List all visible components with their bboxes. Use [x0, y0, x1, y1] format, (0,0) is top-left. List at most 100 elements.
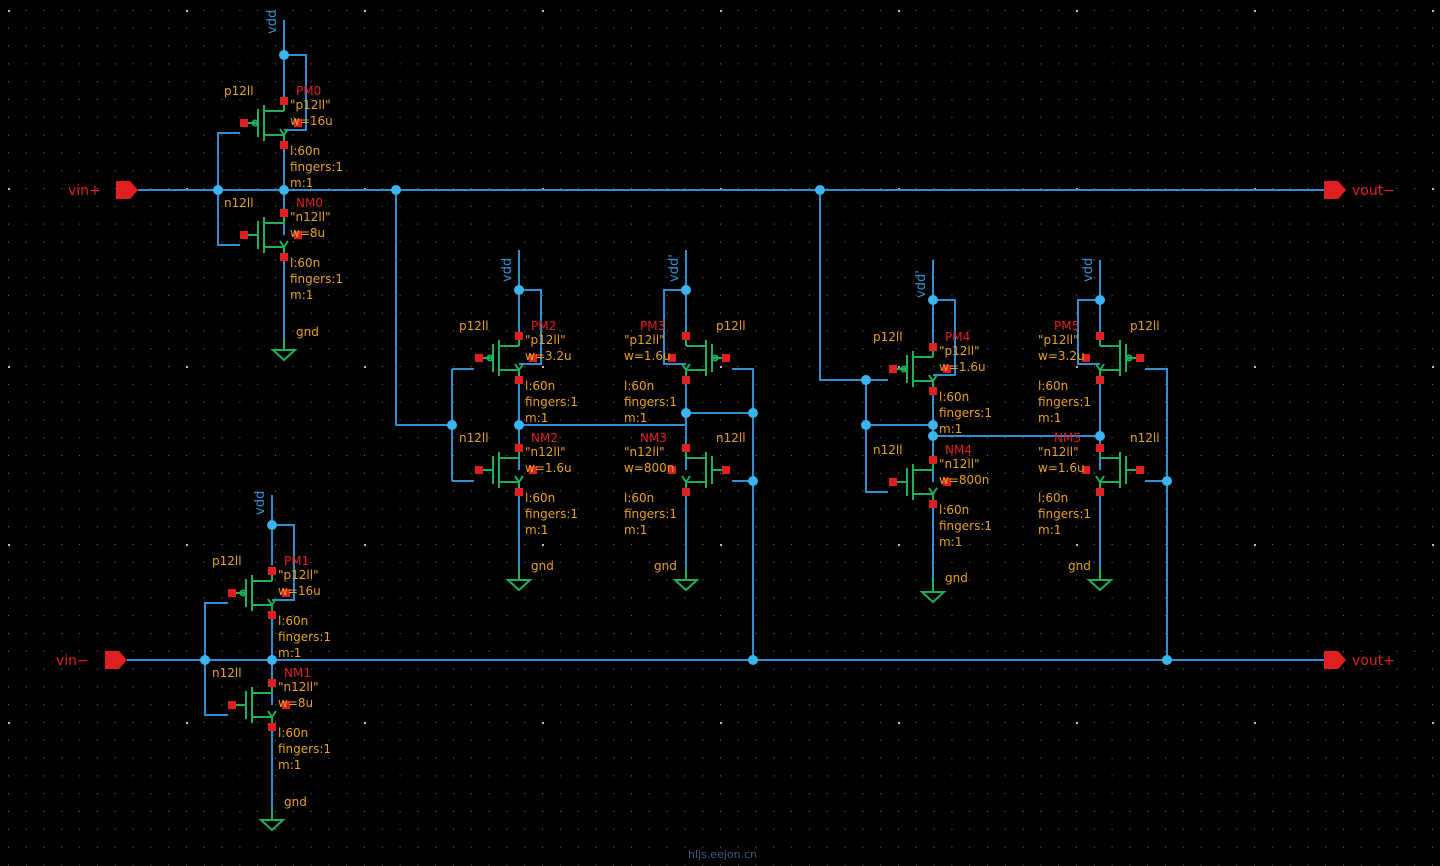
junction-node	[928, 431, 938, 441]
junction-node	[928, 295, 938, 305]
device-fingers: fingers:1	[290, 272, 343, 286]
wire[interactable]	[518, 250, 542, 365]
device-multiplier: m:1	[525, 523, 548, 537]
terminal-square	[515, 376, 523, 384]
device-width: w=16u	[290, 114, 333, 128]
pin-label-vout-minus: vout−	[1352, 183, 1395, 199]
device-lib-label: p12ll	[716, 319, 746, 333]
pin-vout-minus[interactable]: vout−	[1324, 181, 1395, 199]
device-multiplier: m:1	[278, 758, 301, 772]
wire[interactable]	[663, 250, 687, 365]
ground-symbol	[919, 580, 947, 604]
transistor-nm2[interactable]	[479, 448, 524, 492]
terminal-square	[529, 466, 537, 474]
pin-label-vin-minus: vin−	[56, 653, 89, 669]
terminal-square	[668, 466, 676, 474]
transistor-pm1[interactable]	[232, 571, 277, 615]
terminal-square	[1082, 466, 1090, 474]
transistor-nm5[interactable]	[1095, 448, 1140, 492]
junction-node	[514, 285, 524, 295]
junction-node	[748, 655, 758, 665]
terminal-square	[889, 365, 897, 373]
pin-label-vin-plus: vin+	[68, 183, 101, 199]
device-instance-name: PM0	[296, 84, 321, 98]
device-fingers: fingers:1	[624, 395, 677, 409]
terminal-square	[1082, 354, 1090, 362]
junction-node	[1095, 431, 1105, 441]
terminal-square	[929, 456, 937, 464]
transistor-nm4[interactable]	[893, 460, 938, 504]
device-fingers: fingers:1	[939, 406, 992, 420]
device-length: l:60n	[278, 614, 308, 628]
device-length: l:60n	[525, 491, 555, 505]
device-instance-name: PM5	[1054, 319, 1079, 333]
wire[interactable]	[217, 132, 240, 190]
terminal-square	[475, 354, 483, 362]
terminal-square	[529, 354, 537, 362]
device-lib-label: p12ll	[212, 554, 242, 568]
wire[interactable]	[1077, 260, 1101, 365]
terminal-square	[240, 119, 248, 127]
terminal-square	[682, 376, 690, 384]
transistor-nm1[interactable]	[232, 683, 277, 727]
device-model: "n12ll"	[290, 210, 331, 224]
terminal-square	[282, 589, 290, 597]
gnd-label-nm5: gnd	[1068, 559, 1091, 573]
device-lib-label: n12ll	[212, 666, 242, 680]
vdd-label-pm2: vdd	[500, 258, 515, 282]
device-multiplier: m:1	[290, 288, 313, 302]
junction-node	[681, 408, 691, 418]
device-length: l:60n	[1038, 491, 1068, 505]
transistor-nm0[interactable]	[244, 213, 289, 257]
device-length: l:60n	[624, 491, 654, 505]
device-width: w=1.6u	[624, 349, 671, 363]
device-model: "p12ll"	[939, 344, 980, 358]
junction-node	[267, 655, 277, 665]
pin-vin-minus[interactable]: vin−	[56, 651, 127, 669]
transistor-nm3[interactable]	[681, 448, 726, 492]
junction-node	[1162, 655, 1172, 665]
transistor-pm0[interactable]	[244, 101, 289, 145]
wire[interactable]	[271, 495, 295, 601]
wire[interactable]	[204, 660, 228, 716]
terminal-square	[1136, 466, 1144, 474]
wire[interactable]	[395, 190, 452, 426]
terminal-square	[1096, 332, 1104, 340]
wire[interactable]	[819, 190, 866, 381]
device-instance-name: PM4	[945, 330, 970, 344]
transistor-pm5[interactable]	[1095, 336, 1140, 380]
junction-node	[748, 476, 758, 486]
wire[interactable]	[1145, 368, 1168, 660]
terminal-square	[294, 231, 302, 239]
device-lib-label: p12ll	[1130, 319, 1160, 333]
device-width: w=1.6u	[1038, 461, 1085, 475]
pin-vout-plus[interactable]: vout+	[1324, 651, 1395, 669]
junction-node	[681, 285, 691, 295]
terminal-square	[294, 119, 302, 127]
junction-node	[861, 420, 871, 430]
device-width: w=3.2u	[1038, 349, 1085, 363]
pin-vin-plus[interactable]: vin+	[68, 181, 138, 199]
wire[interactable]	[932, 260, 956, 376]
transistor-pm4[interactable]	[893, 347, 938, 391]
wire[interactable]	[204, 602, 228, 660]
wire[interactable]	[217, 190, 240, 246]
device-lib-label: n12ll	[224, 196, 254, 210]
device-model: "n12ll"	[278, 680, 319, 694]
wire[interactable]	[865, 380, 888, 493]
wire[interactable]	[283, 20, 307, 131]
transistor-pm3[interactable]	[681, 336, 726, 380]
device-multiplier: m:1	[1038, 523, 1061, 537]
transistor-pm2[interactable]	[479, 336, 524, 380]
terminal-square	[240, 231, 248, 239]
device-instance-name: NM5	[1054, 431, 1081, 445]
device-fingers: fingers:1	[939, 519, 992, 533]
wire[interactable]	[732, 368, 754, 660]
junction-node	[815, 185, 825, 195]
terminal-square	[722, 466, 730, 474]
device-instance-name: PM3	[640, 319, 665, 333]
device-lib-label: p12ll	[224, 84, 254, 98]
junction-node	[267, 520, 277, 530]
device-model: "p12ll"	[290, 98, 331, 112]
